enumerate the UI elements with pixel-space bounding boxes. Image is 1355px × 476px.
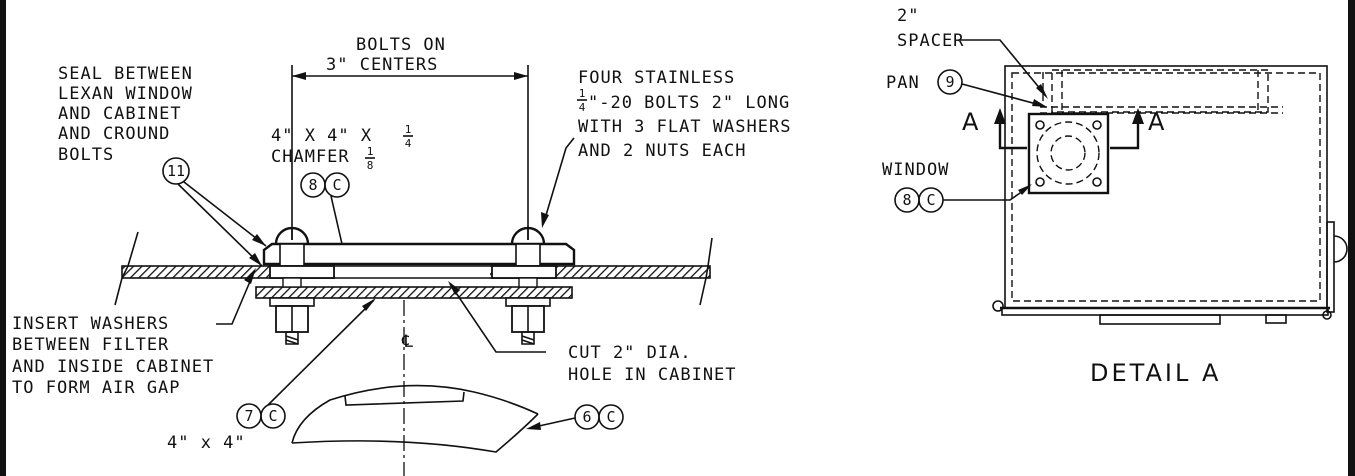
seal-line-5: BOLTS	[58, 145, 114, 165]
seal-line-4: AND CROUND	[58, 124, 170, 144]
pan	[1051, 69, 1269, 113]
four-stainless-line-2: "-20 BOLTS 2" LONG	[588, 93, 790, 113]
seal-line-1: SEAL BETWEEN	[58, 64, 193, 84]
leader-seal-2	[177, 183, 263, 267]
filter-size-label: 4" x 4"	[167, 433, 246, 453]
bubble-8-label: 8	[308, 176, 317, 194]
window-plate	[1027, 112, 1110, 195]
bolts-on-label: BOLTS ON	[356, 35, 446, 55]
lexan-window-plate	[262, 242, 576, 266]
window-bolt-4	[1092, 177, 1102, 187]
section-a-left: A	[962, 108, 981, 136]
left-bolt	[269, 226, 335, 345]
cabinet-hole	[335, 265, 490, 279]
cut-line-1: CUT 2" DIA.	[568, 343, 692, 363]
break-line-left	[114, 231, 139, 306]
section-view: BOLTS ON 3" CENTERS	[12, 35, 791, 476]
dim-arrow-left	[292, 72, 306, 80]
seal-line-2: LEXAN WINDOW	[58, 84, 193, 104]
right-border	[1348, 0, 1355, 476]
section-a-right: A	[1148, 108, 1167, 136]
section-marker-left	[998, 120, 1027, 150]
dim-arrow-right	[514, 72, 528, 80]
cut-line-2: HOLE IN CABINET	[568, 365, 737, 385]
chamfer-frac-den: 8	[367, 159, 374, 172]
chamfer-frac-num: 1	[367, 145, 374, 158]
base-foot-1	[1099, 314, 1221, 325]
four-stainless-line-1: FOUR STAINLESS	[578, 68, 735, 88]
leader-cut	[449, 283, 546, 353]
base-foot-2	[1265, 314, 1287, 324]
four-frac-den: 4	[579, 101, 586, 114]
bubble-9	[937, 69, 963, 95]
cabinet-inner	[1011, 72, 1321, 302]
filter-curve-bottom	[291, 413, 539, 453]
bubble-11-label: 11	[167, 162, 185, 180]
bubble-window-c-label: C	[926, 191, 935, 209]
section-marker-right	[1110, 122, 1140, 150]
bubble-6c	[598, 404, 624, 430]
bubble-9-label: 9	[945, 73, 954, 91]
bubble-6-label: 6	[582, 408, 591, 426]
filter-curve-top	[291, 384, 539, 444]
leader-spacer	[960, 39, 1047, 97]
leader-plate	[330, 195, 343, 245]
hinge-pin-left	[992, 300, 1004, 312]
door-hinge	[1326, 221, 1335, 313]
spacer-line-2: SPACER	[897, 31, 964, 51]
leader-insert	[216, 271, 255, 325]
detail-a-view: A A 2" SPACER PAN 9 WINDOW 8 C DETAIL	[882, 6, 1348, 387]
leader-bolts	[543, 137, 575, 223]
insert-line-3: AND INSIDE CABINET	[12, 357, 214, 377]
filter-inner	[344, 391, 465, 406]
left-border	[0, 0, 6, 476]
detail-a-title: DETAIL A	[1090, 359, 1221, 387]
pan-label: PAN	[886, 73, 920, 93]
right-bolt	[491, 226, 557, 345]
four-stainless-line-4: AND 2 NUTS EACH	[578, 141, 747, 161]
window-hole-outer	[1036, 121, 1100, 185]
bubble-c	[324, 172, 350, 198]
bubble-11	[162, 157, 190, 185]
cabinet-outline	[1004, 65, 1328, 309]
four-stainless-line-3: WITH 3 FLAT WASHERS	[578, 117, 791, 137]
chamfer-label: CHAMFER	[271, 147, 350, 167]
insert-line-4: TO FORM AIR GAP	[12, 378, 181, 398]
door-handle	[1333, 235, 1348, 263]
bubble-7-label: 7	[244, 407, 253, 425]
centers-label: 3" CENTERS	[326, 55, 438, 75]
centerline-symbol: ℄	[401, 332, 414, 352]
leader-pan	[961, 83, 1045, 107]
leader-window	[943, 185, 1031, 201]
break-line-right	[699, 237, 713, 306]
plate-frac-den: 4	[405, 137, 412, 150]
leader-seal-1	[183, 181, 267, 247]
bubble-6c-label: C	[606, 408, 615, 426]
bubble-7c-label: C	[268, 407, 277, 425]
bubble-7c	[260, 403, 286, 429]
window-bolt-2	[1092, 120, 1102, 130]
seal-line-3: AND CABINET	[58, 104, 182, 124]
plate-size-label: 4" X 4" X	[271, 126, 372, 146]
window-bolt-3	[1035, 177, 1045, 187]
filter-plate	[255, 286, 573, 299]
window-bolt-1	[1035, 120, 1045, 130]
window-label: WINDOW	[882, 160, 949, 180]
bubble-c-label: C	[332, 176, 341, 194]
leader-filter-plate	[267, 299, 375, 406]
bubble-window-8-label: 8	[902, 191, 911, 209]
spacer-line-1: 2"	[897, 6, 919, 26]
plate-frac-num: 1	[405, 123, 412, 136]
insert-line-1: INSERT WASHERS	[12, 314, 169, 334]
window-hole-inner	[1050, 135, 1086, 171]
insert-line-2: BETWEEN FILTER	[12, 335, 169, 355]
four-frac-num: 1	[579, 87, 586, 100]
